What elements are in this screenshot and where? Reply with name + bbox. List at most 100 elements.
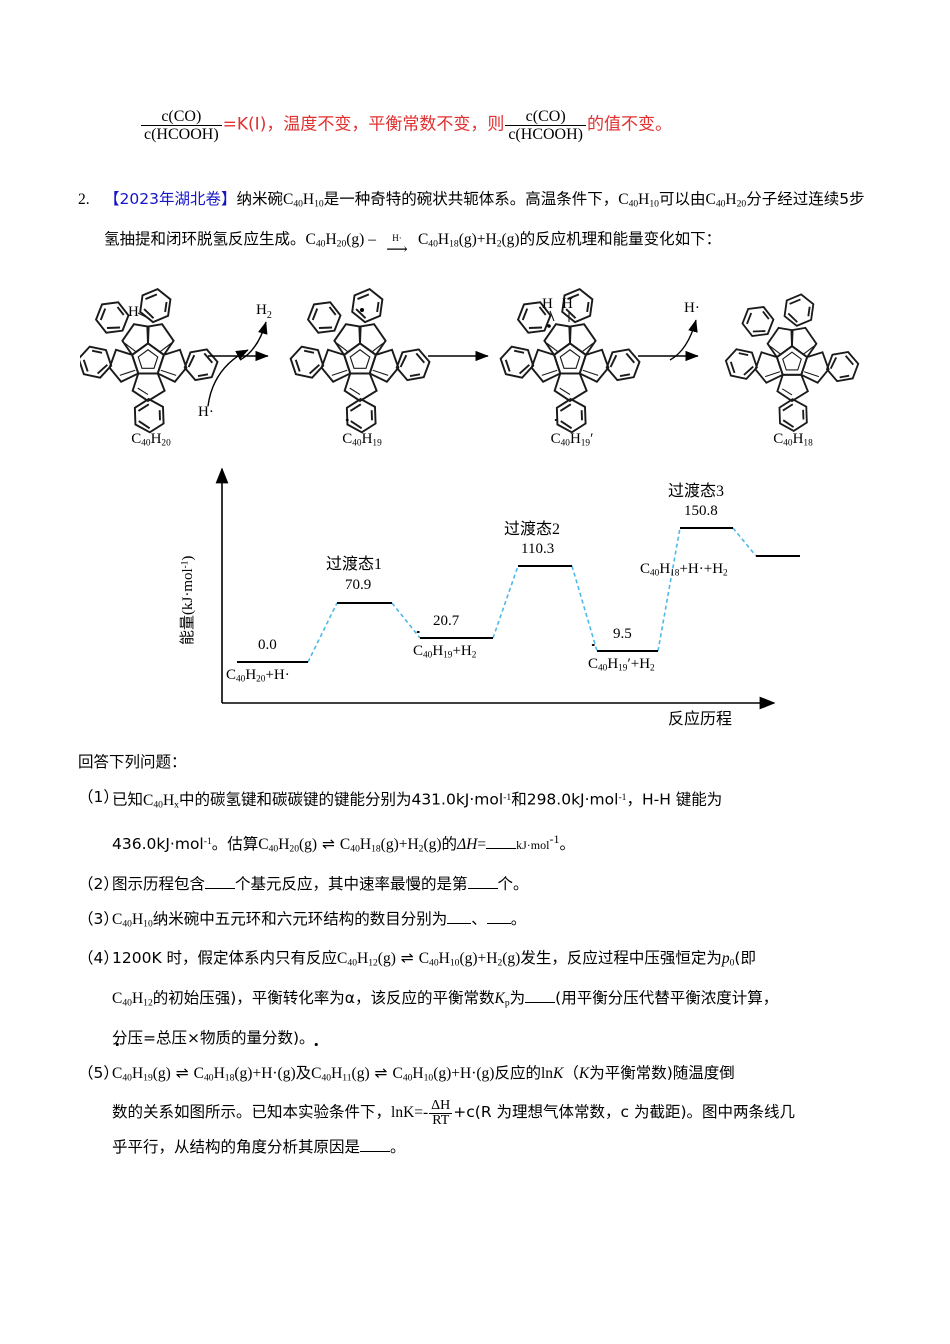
arrow1-in-label: H· [198, 404, 214, 420]
question-4-label: （4） [78, 949, 119, 968]
q4-line3: 分压=总压×物质的量分数)。 [112, 1028, 315, 1047]
molecule-caption-1: C40H20 [131, 431, 171, 449]
q5-k-symbol: K [578, 1064, 590, 1082]
q1-line2-b: 。估算 [211, 835, 259, 854]
q4-kp-sub: p [504, 997, 510, 1009]
molecule-caption-4: C40H18 [773, 431, 813, 449]
stem-text-1: 纳米碗 [236, 190, 283, 208]
questions-intro: 回答下列问题： [78, 745, 883, 780]
species-label-product: C40H18+H·+H2 [640, 561, 728, 579]
question-3: （3） C40H10纳米碗中五元环和六元环结构的数目分别为、。 [78, 902, 883, 942]
q1-sup-3: -1 [203, 836, 212, 848]
stem-reaction-left: C40H20(g) – [305, 230, 376, 250]
q1-period: 。 [559, 835, 575, 854]
radical-dot-mol2 [360, 308, 364, 312]
q3-answer-blank-2[interactable] [486, 922, 511, 924]
q4-line1-b: 发生，反应过程中压强恒定为 [520, 949, 722, 968]
h-label-mol3-b: H [562, 296, 573, 312]
value-label-3: 110.3 [521, 541, 555, 557]
q1-equilibrium-arrow: ⇌ [317, 835, 340, 854]
value-label-1: 70.9 [345, 577, 372, 593]
q4-line2-formula: C40H12 [112, 990, 153, 1009]
reaction-scheme: H H· H2 H H [80, 288, 890, 456]
species-label-int2: C40H19′+H2 [588, 656, 655, 674]
formula-c40h10-b: C40H10 [618, 191, 659, 210]
species-label-reactant: C40H20+H· [226, 667, 290, 685]
q4-equilibrium-arrow: ⇌ [395, 949, 419, 968]
q1-text-c: 和298.0kJ·mol [511, 790, 619, 809]
q1-answer-blank[interactable] [486, 848, 517, 850]
q3-answer-blank-1[interactable] [447, 922, 472, 924]
question-2-label: （2） [78, 874, 119, 893]
questions-intro-text: 回答下列问题： [78, 753, 187, 771]
stem-text-5: 的反应机理和能量变化如下： [519, 229, 722, 248]
stem-reaction-arrow: H·⟶ [376, 232, 418, 258]
q2-text-b: 个基元反应，其中速率最慢的是第 [235, 874, 468, 893]
h-label-mol1: H [128, 304, 139, 320]
q1-delta-h: ΔH [457, 836, 478, 854]
q5-line3-a: 乎平行，从结构的角度分析其原因是 [112, 1138, 361, 1157]
formula-c40h20-c: C40H20 [705, 191, 747, 210]
q1-formula-c40hx: C40Hx [143, 791, 179, 811]
molecule-c40h18 [722, 291, 862, 433]
y-axis-label: 能量(kJ·mol-1) [180, 555, 196, 645]
q4-rxn-left: C40H12(g) [337, 950, 396, 970]
h-label-mol3-a: H [542, 296, 553, 312]
q1-sup-1: -1 [503, 792, 512, 803]
q4-kp-symbol: K [494, 990, 505, 1008]
q5-lnk: lnK [540, 1064, 564, 1082]
stem-reaction-right: C40H18(g)+H2(g) [417, 230, 520, 250]
question-1: （1） 已知C40Hx中的碳氢键和碳碳键的键能分别为431.0kJ·mol-1和… [78, 780, 883, 867]
q4-answer-blank[interactable] [525, 1002, 556, 1004]
energy-connectors [307, 527, 757, 663]
ts3-label: 过渡态3 [668, 483, 725, 500]
q5-rxn1-right: C40H18(g)+H·(g) [193, 1064, 296, 1084]
source-tag: 【2023年湖北卷】 [104, 190, 237, 208]
stem-text-4: 分子经过连续5步氢抽提和闭环脱氢反应生成。 [104, 190, 865, 248]
energy-profile-chart: 能量(kJ·mol-1) 反应历程 0.0 70.9 20.7 110.3 9.… [180, 455, 800, 740]
q4-pressure-symbol: p [721, 950, 730, 968]
q1-line2-c: 的 [441, 835, 458, 854]
question-2-text: 图示历程包含个基元反应，其中速率最慢的是第个。 [112, 867, 883, 902]
q2-answer-blank-2[interactable] [467, 887, 498, 889]
value-label-2: 20.7 [433, 613, 460, 629]
reaction-arrow-1: H· H2 [198, 302, 272, 420]
h-bond-mol3-a [549, 310, 555, 322]
q3-text-b: 、 [471, 909, 487, 928]
molecule-caption-2: C40H19 [342, 431, 382, 449]
question-3-text: C40H10纳米碗中五元环和六元环结构的数目分别为、。 [112, 902, 883, 942]
q3-text-a: 纳米碗中五元环和六元环结构的数目分别为 [152, 909, 448, 928]
reaction-scheme-svg: H H· H2 H H [80, 288, 862, 434]
q1-unit: kJ·mol [516, 838, 550, 853]
q5-rxn1-left: C40H19(g) [112, 1065, 171, 1084]
question-2: （2） 图示历程包含个基元反应，其中速率最慢的是第个。 [78, 867, 883, 902]
q5-line2-a: 数的关系如图所示。已知本实验条件下， [112, 1103, 392, 1122]
q4-line1-a: 1200K 时，假定体系内只有反应 [112, 949, 338, 968]
questions-block: 回答下列问题： （1） 已知C40Hx中的碳氢键和碳碳键的键能分别为431.0k… [78, 745, 883, 1165]
fraction-numerator: c(CO) [161, 108, 202, 125]
top-equation-middle-text: =K(I)，温度不变，平衡常数不变，则 [222, 114, 505, 135]
question-1-label: （1） [78, 788, 119, 806]
q5-answer-blank[interactable] [360, 1151, 391, 1153]
q4-pressure-sub: 0 [729, 958, 735, 970]
q1-equals: = [477, 836, 487, 854]
q5-line2-b: +c(R 为理想气体常数，c 为截距)。图中两条线几 [453, 1103, 796, 1122]
value-label-4: 9.5 [613, 626, 632, 642]
problem-number: 2. [78, 191, 90, 208]
q5-mid: 及 [295, 1063, 312, 1082]
question-5-text: C40H19(g) ⇌ C40H18(g)+H·(g)及C40H11(g) ⇌ … [112, 1056, 883, 1166]
formula-c40h10-a: C40H10 [282, 191, 324, 210]
ts1-label: 过渡态1 [326, 556, 383, 573]
fraction-numerator: c(CO) [525, 108, 566, 125]
question-4: （4） 1200K 时，假定体系内只有反应C40H12(g) ⇌ C40H10(… [78, 941, 883, 1055]
molecule-caption-3: C40H19′ [550, 431, 594, 449]
q5-fraction-numerator: ΔH [431, 1097, 451, 1113]
q3-text-c: 。 [510, 909, 527, 928]
q1-text-d: ，H-H 键能为 [626, 790, 723, 809]
q4-line2-b: 为 [509, 989, 526, 1008]
stem-text-2: 是一种奇特的碗状共轭体系。高温条件下， [323, 190, 619, 208]
question-1-text: 已知C40Hx中的碳氢键和碳碳键的键能分别为431.0kJ·mol-1和298.… [112, 780, 883, 867]
q2-answer-blank-1[interactable] [205, 887, 236, 889]
